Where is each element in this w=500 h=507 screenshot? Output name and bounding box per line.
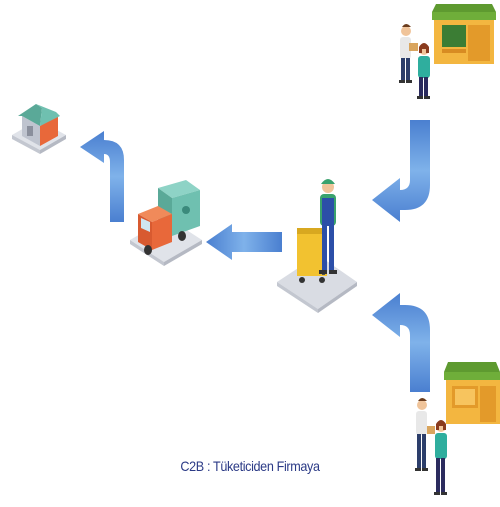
- worker-with-cart-icon: [277, 179, 357, 313]
- people-exchange-icon-top: [399, 24, 430, 99]
- diagram-caption: C2B : Tüketiciden Firmaya: [180, 458, 320, 474]
- flow-arrow-icon-bottom: [372, 293, 430, 392]
- people-exchange-icon-bottom: [415, 398, 447, 495]
- delivery-truck-icon: [130, 180, 202, 266]
- flow-arrow-icon-middle: [206, 224, 282, 260]
- shop-icon-top: [432, 4, 496, 64]
- warehouse-house-icon: [12, 104, 66, 154]
- flow-arrow-icon-left: [80, 131, 124, 222]
- shop-icon-bottom: [444, 362, 500, 424]
- flow-arrow-icon-top: [372, 120, 430, 222]
